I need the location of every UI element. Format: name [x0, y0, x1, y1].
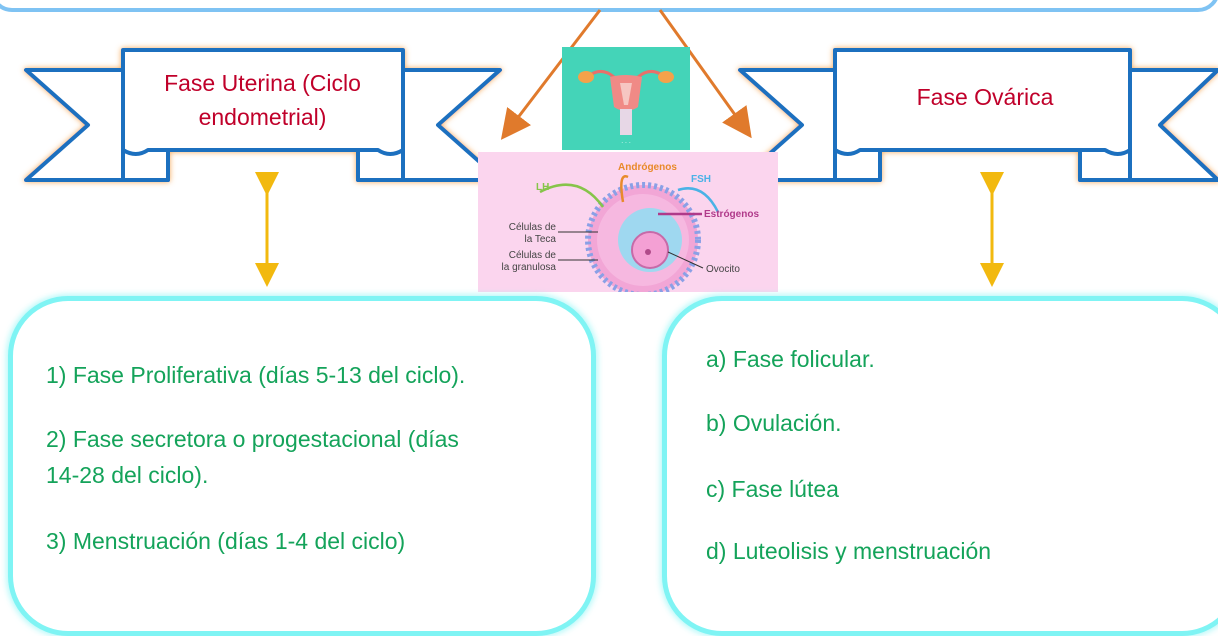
uterine-ribbon [24, 48, 502, 182]
ovarian-ribbon-label: Fase Ovárica [916, 84, 1054, 110]
lh-label: LH [536, 182, 550, 193]
ovarian-item-a: a) Fase folicular. [706, 346, 875, 372]
fsh-label: FSH [691, 174, 711, 185]
ovarian-phases-box [662, 296, 1218, 636]
svg-text:· · ·: · · · [621, 140, 631, 147]
uterine-item-2: 2) Fase secretora o progestacional (días [46, 426, 459, 452]
ovocito-label: Ovocito [706, 264, 740, 275]
ovarian-item-b: b) Ovulación. [706, 410, 842, 436]
androgenos-label: Andrógenos [618, 162, 677, 173]
uterine-item-1: 1) Fase Proliferativa (días 5-13 del cic… [46, 362, 466, 388]
uterine-ribbon-label: Fase Uterina (Ciclo endometrial) [164, 70, 361, 130]
ovarian-item-c: c) Fase lútea [706, 476, 839, 502]
uterus-illustration: · · · [562, 47, 690, 150]
ovarian-ribbon [738, 48, 1218, 182]
connector-arrows [255, 9, 1004, 287]
uterine-item-3: 3) Menstruación (días 1-4 del ciclo) [46, 528, 406, 554]
arrow-to-uterine [500, 9, 602, 140]
arrow-to-ovarian [658, 9, 752, 139]
estrogenos-label: Estrógenos [704, 209, 760, 220]
ovarian-item-d: d) Luteolisis y menstruación [706, 538, 992, 564]
uterine-item-2-cont: 14-28 del ciclo). [46, 462, 209, 488]
